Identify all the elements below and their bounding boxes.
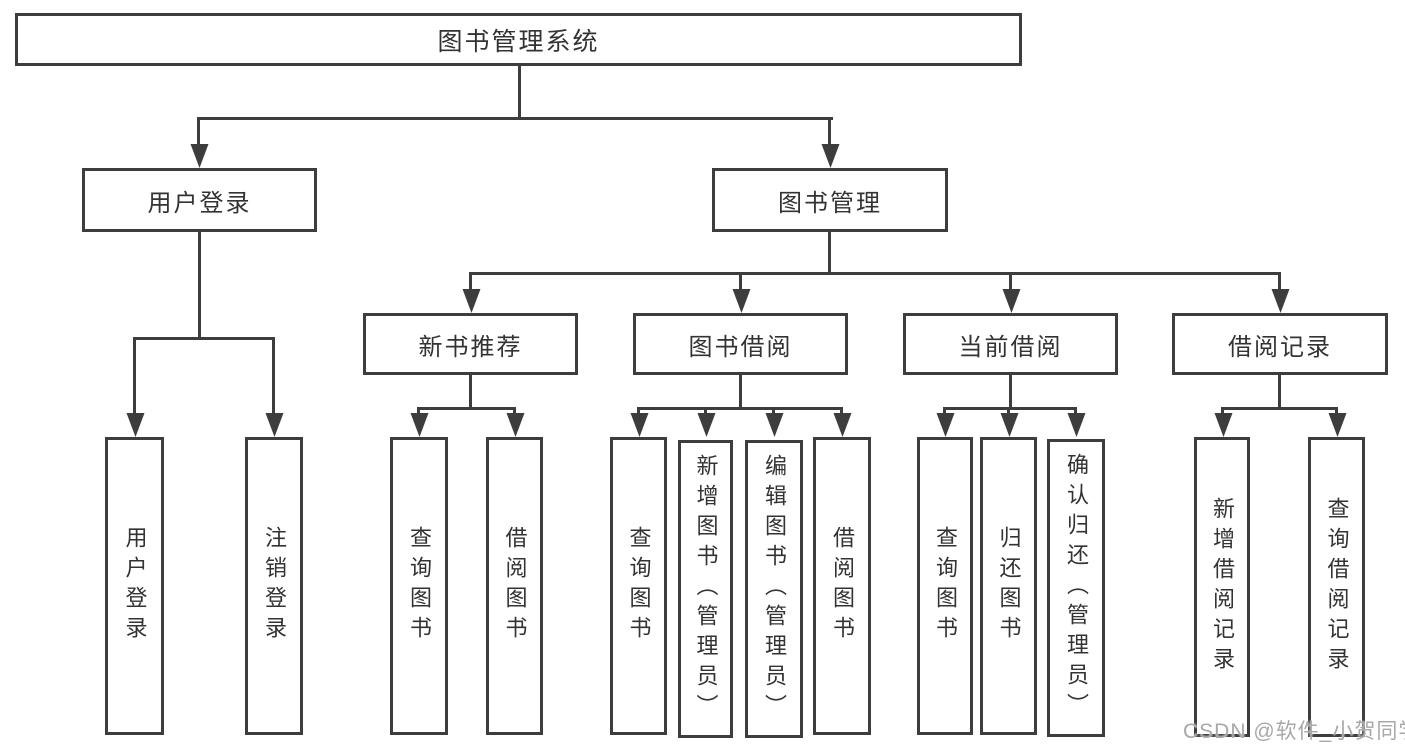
arrowhead-cb-return-icon (1000, 413, 1019, 437)
arrowhead-user-login-icon (190, 144, 209, 168)
node-leaf-bb-query-label: 查询图书 (626, 526, 652, 646)
connector-drop-borrow-records (1278, 272, 1281, 289)
arrowhead-book-borrow-icon (732, 289, 751, 313)
node-leaf-cb-query-label: 查询图书 (933, 526, 958, 646)
connector-drop-br-add (1221, 407, 1224, 413)
node-leaf-cb-confirm: 确认归还（管理员） (1047, 439, 1105, 737)
node-leaf-cb-confirm-label: 确认归还（管理员） (1064, 453, 1089, 723)
arrowhead-nbr-borrow-icon (506, 413, 525, 437)
csdn-watermark: CSDN @软件_小贺同学 (1183, 720, 1405, 743)
node-leaf-bb-borrow: 借阅图书 (813, 437, 871, 735)
arrowhead-cb-confirm-icon (1067, 413, 1086, 437)
arrowhead-cb-query-icon (936, 413, 955, 437)
node-borrow-records: 借阅记录 (1172, 313, 1388, 375)
connector-borrow-records-rail (1221, 407, 1337, 410)
connector-current-borrow-rail (944, 407, 1077, 410)
connector-drop-book-mgmt (828, 117, 831, 144)
connector-user-login-stem (198, 232, 201, 337)
connector-drop-book-borrow (739, 272, 742, 289)
node-leaf-logout-label: 注销登录 (262, 526, 287, 646)
node-book-borrow: 图书借阅 (633, 313, 848, 375)
node-leaf-bb-query: 查询图书 (610, 437, 667, 735)
connector-new-book-rec-rail (418, 407, 515, 410)
connector-drop-new-book-rec (469, 272, 472, 289)
node-leaf-cb-return: 归还图书 (980, 437, 1037, 735)
connector-drop-cb-return (1007, 407, 1010, 413)
connector-drop-nbr-borrow (513, 407, 516, 413)
connector-user-login-rail (133, 337, 275, 340)
node-leaf-nbr-borrow-label: 借阅图书 (502, 526, 528, 646)
node-leaf-br-add: 新增借阅记录 (1194, 437, 1250, 737)
arrowhead-br-query-icon (1328, 413, 1347, 437)
node-new-book-rec: 新书推荐 (363, 313, 578, 375)
connector-borrow-records-stem (1278, 375, 1281, 407)
node-leaf-logout: 注销登录 (245, 437, 303, 735)
arrowhead-leaf-logout-icon (265, 413, 284, 437)
node-user-login-label: 用户登录 (147, 189, 252, 217)
node-leaf-cb-return-label: 归还图书 (996, 526, 1022, 646)
connector-drop-bb-query (637, 407, 640, 413)
arrowhead-book-mgmt-icon (821, 144, 840, 168)
arrowhead-br-add-icon (1214, 413, 1233, 437)
arrowhead-current-borrow-icon (1002, 289, 1021, 313)
node-borrow-records-label: 借阅记录 (1228, 333, 1332, 361)
connector-root-stem (518, 66, 521, 117)
node-leaf-user-login-label: 用户登录 (122, 526, 148, 646)
node-book-mgmt-label: 图书管理 (778, 189, 882, 217)
node-leaf-bb-add: 新增图书（管理员） (678, 440, 733, 738)
node-current-borrow-label: 当前借阅 (958, 333, 1063, 361)
node-leaf-nbr-borrow: 借阅图书 (486, 437, 543, 735)
arrowhead-bb-borrow-icon (833, 413, 852, 437)
connector-drop-bb-edit (772, 407, 775, 413)
arrowhead-nbr-query-icon (410, 413, 429, 437)
arrowhead-new-book-rec-icon (462, 289, 481, 313)
connector-drop-bb-add (704, 407, 707, 413)
connector-drop-br-query (1335, 407, 1338, 413)
connector-book-borrow-rail (637, 407, 842, 410)
node-leaf-br-query-label: 查询借阅记录 (1324, 497, 1350, 677)
node-new-book-rec-label: 新书推荐 (418, 333, 523, 361)
node-leaf-user-login: 用户登录 (105, 437, 164, 735)
node-leaf-nbr-query-label: 查询图书 (407, 526, 432, 646)
arrowhead-borrow-records-icon (1271, 289, 1290, 313)
node-leaf-br-add-label: 新增借阅记录 (1210, 497, 1235, 677)
node-leaf-bb-edit: 编辑图书（管理员） (745, 440, 803, 738)
connector-drop-cb-query (943, 407, 946, 413)
node-leaf-nbr-query: 查询图书 (390, 437, 448, 735)
node-leaf-bb-add-label: 新增图书（管理员） (693, 454, 719, 724)
connector-current-borrow-stem (1009, 375, 1012, 407)
node-book-mgmt: 图书管理 (712, 168, 948, 232)
node-leaf-cb-query: 查询图书 (917, 437, 973, 735)
arrowhead-bb-add-icon (697, 413, 716, 437)
arrowhead-leaf-user-login-icon (126, 413, 145, 437)
connector-drop-nbr-query (417, 407, 420, 413)
node-leaf-bb-borrow-label: 借阅图书 (830, 526, 855, 646)
connector-drop-leaf-user-login (133, 337, 136, 413)
arrowhead-bb-edit-icon (765, 413, 784, 437)
connector-book-mgmt-stem (828, 232, 831, 272)
connector-book-borrow-stem (739, 375, 742, 407)
connector-drop-current-borrow (1009, 272, 1012, 289)
arrowhead-bb-query-icon (630, 413, 649, 437)
connector-drop-bb-borrow (840, 407, 843, 413)
node-user-login: 用户登录 (82, 168, 317, 232)
node-current-borrow: 当前借阅 (903, 313, 1118, 375)
connector-drop-user-login (197, 117, 200, 144)
connector-drop-cb-confirm (1074, 407, 1077, 413)
node-leaf-bb-edit-label: 编辑图书（管理员） (762, 454, 787, 724)
node-root: 图书管理系统 (15, 13, 1022, 66)
connector-root-rail (198, 117, 833, 120)
connector-drop-leaf-logout (272, 337, 275, 413)
node-root-label: 图书管理系统 (437, 27, 600, 56)
node-leaf-br-query: 查询借阅记录 (1308, 437, 1365, 737)
connector-book-mgmt-rail (470, 272, 1281, 275)
node-book-borrow-label: 图书借阅 (688, 333, 793, 361)
connector-new-book-rec-stem (469, 375, 472, 407)
